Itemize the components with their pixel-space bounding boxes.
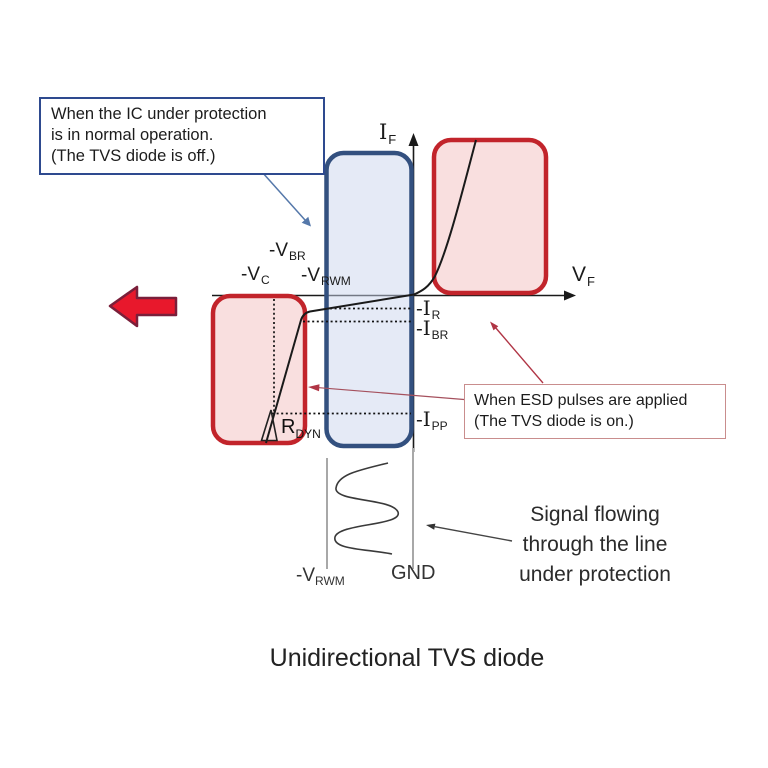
callout-text-line: (The TVS diode is on.) (474, 413, 634, 430)
rdyn-label: RDYN (281, 416, 321, 441)
diagram-title: Unidirectional TVS diode (269, 644, 545, 672)
y-axis-label: IF (379, 120, 397, 147)
normal-callout-pointer-line (261, 171, 306, 221)
vbr-label: -VBR (269, 240, 306, 263)
breakdown-region-box (210, 293, 308, 446)
callout-text-line: (The TVS diode is off.) (51, 147, 216, 165)
signal-note-arrowhead-icon (426, 523, 436, 530)
x-axis-arrowhead-icon (564, 290, 576, 301)
iv-curve (265, 139, 477, 444)
callout-text-line: When the IC under protection (51, 105, 267, 123)
normal-callout-arrowhead-icon (301, 216, 311, 227)
esd-callout-arrowhead-right-icon (490, 321, 499, 331)
gnd-label: GND (391, 562, 436, 584)
signal-note-line: under protection (519, 563, 671, 586)
ibr-label: -IBR (416, 316, 449, 342)
normal-operation-callout: When the IC under protection is in norma… (39, 97, 325, 175)
x-axis-label: VF (572, 263, 595, 289)
signal-note-pointer-line (434, 526, 513, 542)
signal-note-line: through the line (522, 533, 668, 556)
signal-note: Signal flowing through the line under pr… (492, 500, 698, 590)
vc-label: -VC (241, 264, 270, 287)
ipp-label: -IPP (416, 407, 448, 433)
vrwm-bottom-label: -VRWM (296, 565, 345, 588)
esd-callout-arrowhead-left-icon (308, 384, 320, 392)
ir-label: -IR (416, 296, 441, 322)
forward-region-box (431, 137, 549, 296)
esd-callout-pointer-line-left (318, 387, 465, 401)
callout-text-line: When ESD pulses are applied (474, 392, 688, 409)
signal-note-line: Signal flowing (530, 503, 660, 526)
esd-callout: When ESD pulses are applied (The TVS dio… (464, 384, 726, 439)
normal-operation-region-box (324, 150, 414, 449)
esd-callout-pointer-line-right (494, 326, 544, 384)
y-axis-arrowhead-icon (408, 133, 419, 146)
rdyn-slope-triangle-icon (260, 409, 278, 442)
callout-text-line: is in normal operation. (51, 126, 214, 144)
vrwm-axis-label: -VRWM (301, 265, 351, 288)
left-block-arrow-icon (108, 285, 178, 328)
signal-wave (334, 462, 399, 555)
